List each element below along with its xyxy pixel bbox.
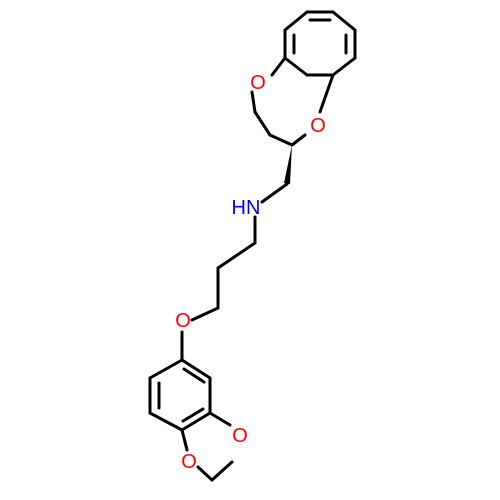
bond — [331, 56, 357, 77]
dioxane-ring — [250, 56, 335, 147]
bond — [210, 460, 234, 482]
double-bond-inner — [181, 407, 205, 423]
benzodioxole-benzene-ring — [148, 358, 212, 432]
bond — [190, 306, 220, 322]
bond — [290, 133, 307, 147]
oxygen-atom-label: O — [175, 310, 191, 332]
bond — [268, 133, 294, 147]
bond — [331, 10, 357, 32]
bond — [253, 110, 272, 137]
bond — [216, 241, 257, 270]
oxygen-atom-label: O — [232, 425, 248, 447]
benzodioxane-benzene-ring — [283, 10, 357, 77]
stereo-wedge-bond — [284, 145, 292, 184]
bond — [180, 358, 212, 380]
oxygen-atom-label: O — [181, 451, 197, 473]
bond — [148, 411, 184, 432]
bond — [270, 56, 287, 77]
bond — [250, 90, 257, 114]
bond — [318, 73, 335, 114]
double-bond-inner — [182, 367, 206, 384]
bond — [196, 465, 214, 482]
bond — [180, 411, 212, 432]
bond — [180, 428, 189, 452]
bond — [283, 56, 309, 77]
nitrogen-atom-label: HN — [232, 197, 261, 219]
dioxole-ring — [180, 411, 234, 482]
bond — [283, 10, 309, 32]
bond — [208, 411, 232, 427]
bond — [260, 182, 289, 204]
bond — [148, 358, 184, 380]
propyl-amine-chain — [180, 182, 289, 362]
oxygen-atom-label: O — [250, 72, 266, 94]
oxygen-atom-label: O — [310, 115, 326, 137]
